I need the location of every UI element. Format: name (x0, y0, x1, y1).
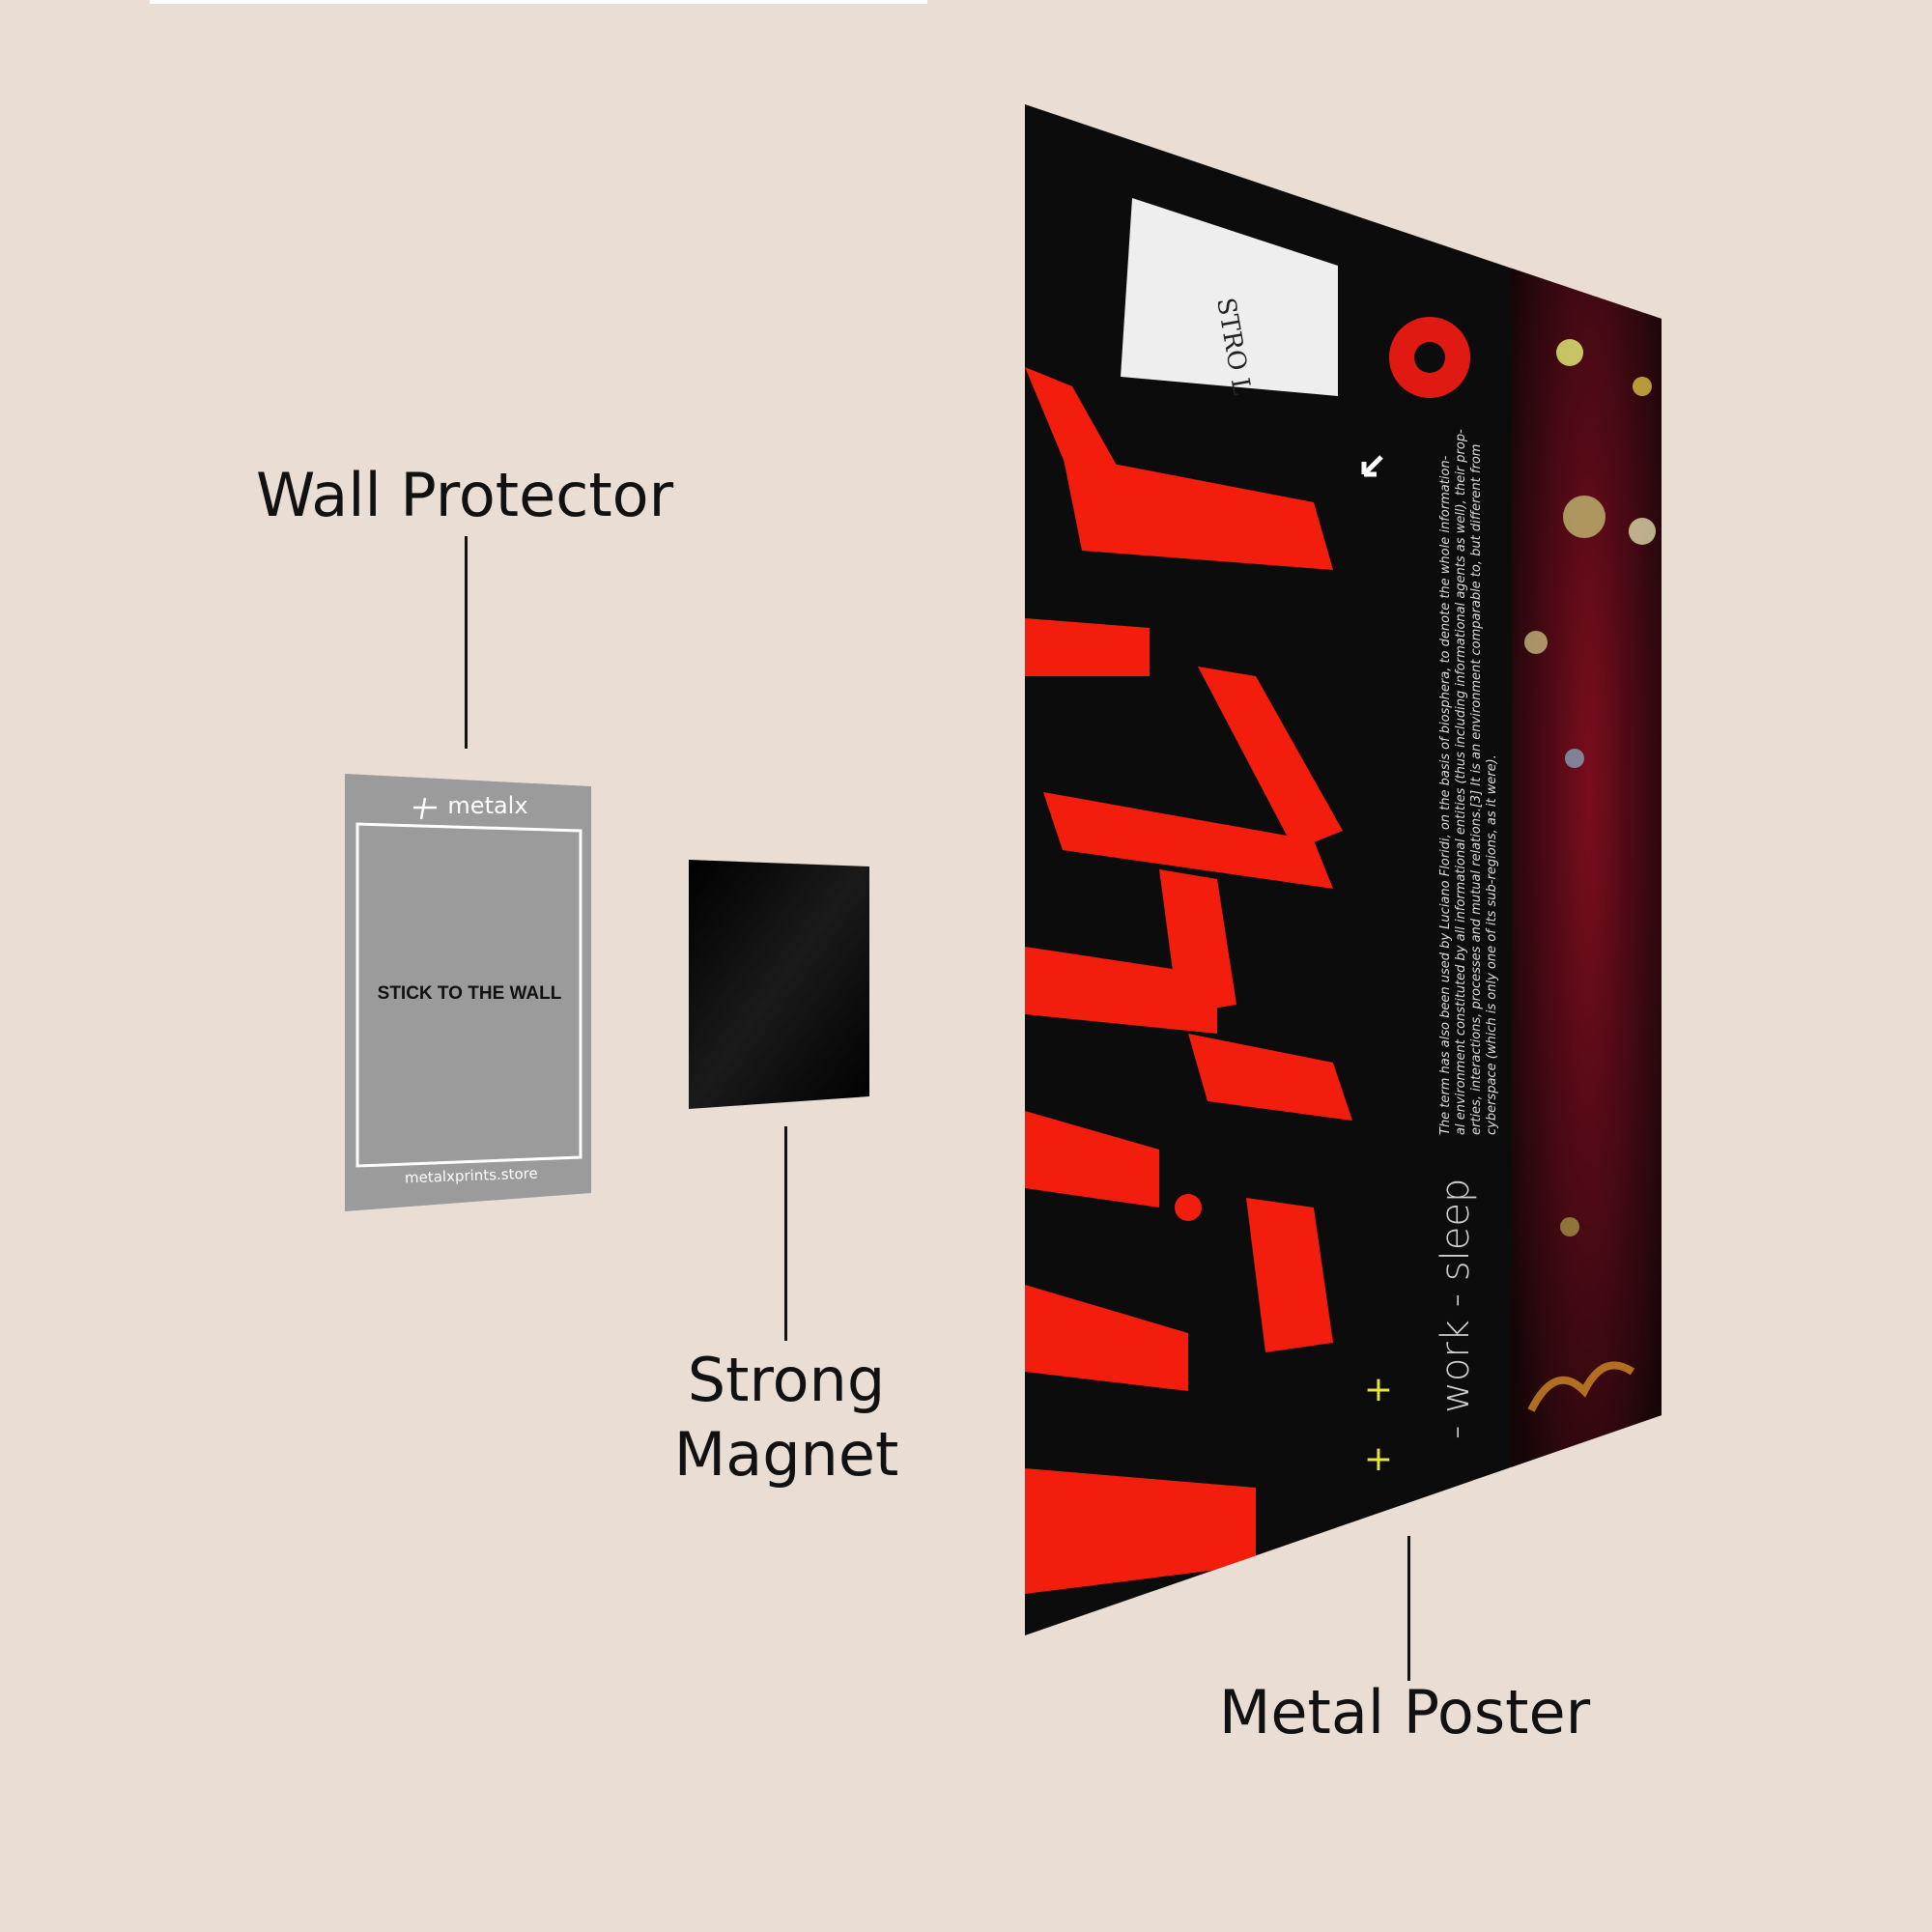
poster-body-text: The term has also been used by Luciano F… (1438, 429, 1499, 1135)
poster-plus: + (1364, 1370, 1393, 1409)
arrow-icon (1361, 455, 1383, 477)
magnet-leader-line (784, 1126, 787, 1341)
poster-body-line: The term has also been used by Luciano F… (1438, 455, 1453, 1135)
protector-instruction: STICK TO THE WALL (378, 983, 562, 1004)
strong-magnet (689, 860, 869, 1109)
wall-protector-leader-line (465, 536, 468, 749)
poster-tagline: - work - sleep (1434, 1179, 1478, 1439)
top-bar (150, 0, 927, 4)
metalx-logo-icon (413, 797, 437, 820)
strong-magnet-label-line2: Magnet (673, 1419, 899, 1490)
poster-red-medallion-icon (1389, 317, 1470, 398)
poster-body-line: al environment constituted by all inform… (1454, 429, 1468, 1135)
poster-body-line: erties, interactions, processes and mutu… (1469, 444, 1484, 1135)
poster-tag-image (1121, 198, 1338, 396)
metal-poster: STRO L The term has also been used by Lu… (1025, 104, 1662, 1635)
wall-protector: metalx STICK TO THE WALL metalxprints.st… (345, 774, 591, 1211)
metal-poster-leader-line (1407, 1536, 1410, 1681)
poster-body-line: cyberspace (which is only one of its sub… (1485, 754, 1499, 1135)
metal-poster-label: Metal Poster (1218, 1677, 1591, 1747)
protector-website: metalxprints.store (405, 1165, 538, 1187)
poster-red-glyphs (1025, 367, 1352, 1594)
wall-protector-label: Wall Protector (255, 460, 674, 530)
strong-magnet-label-line1: Strong (687, 1345, 886, 1415)
protector-brand: metalx (447, 792, 527, 819)
poster-plus: + (1364, 1439, 1393, 1479)
